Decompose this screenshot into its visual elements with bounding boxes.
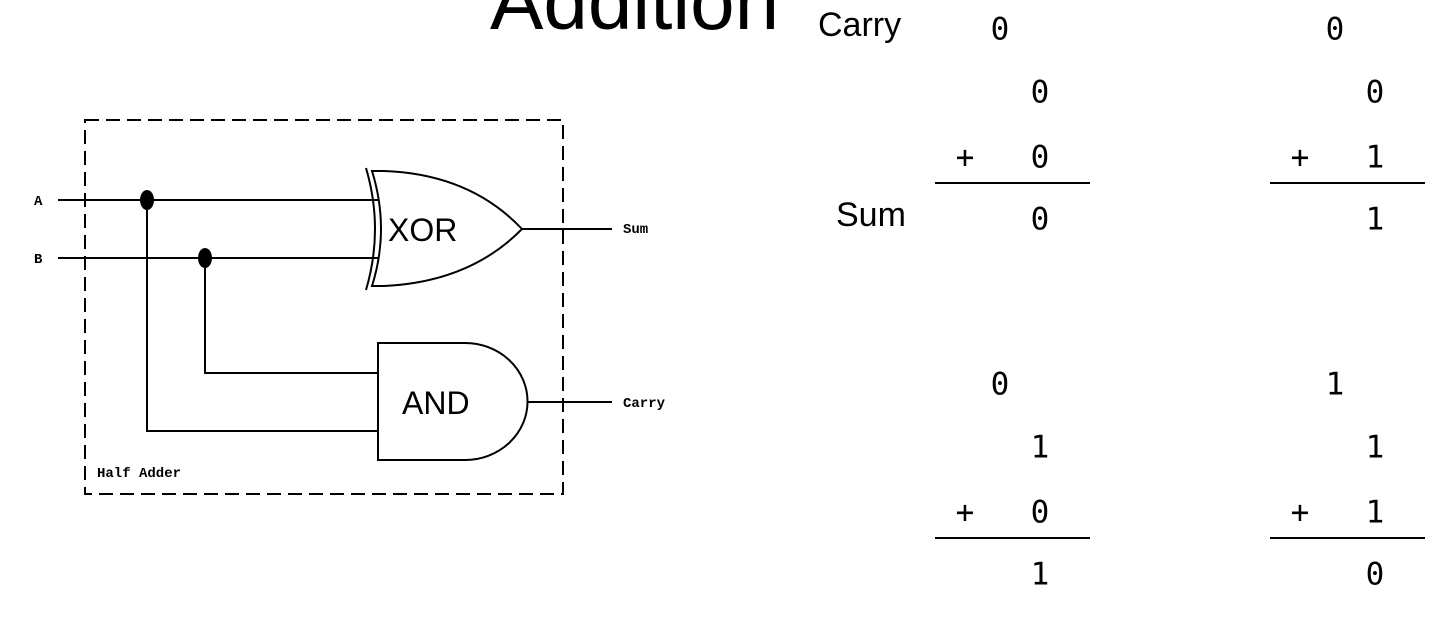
- sum-digit: 1: [1030, 556, 1050, 593]
- sum-row-label: Sum: [836, 196, 906, 234]
- addend-a: 0: [1030, 74, 1050, 111]
- addend-a: 1: [1030, 429, 1050, 466]
- addend-b: 1: [1365, 139, 1385, 176]
- xor-label: XOR: [388, 212, 457, 248]
- sum-digit: 0: [1030, 201, 1050, 238]
- wire-b-to-and: [204, 258, 378, 374]
- sum-rule: [935, 537, 1090, 539]
- carry-digit: 0: [990, 11, 1010, 48]
- sum-rule: [935, 182, 1090, 184]
- carry-digit: 1: [1325, 366, 1345, 403]
- carry-digit: 0: [1325, 11, 1345, 48]
- half-adder-label: Half Adder: [97, 466, 181, 482]
- junction-b: [198, 248, 212, 268]
- sum-rule: [1270, 537, 1425, 539]
- addend-b: 0: [1030, 139, 1050, 176]
- plus-sign: +: [1290, 494, 1310, 531]
- half-adder-box: [84, 119, 564, 495]
- input-a-label: A: [34, 194, 43, 210]
- junction-a: [140, 190, 154, 210]
- plus-sign: +: [1290, 139, 1310, 176]
- addend-a: 0: [1365, 74, 1385, 111]
- output-carry-label: Carry: [623, 396, 666, 412]
- carry-row-label: Carry: [818, 6, 902, 44]
- carry-digit: 0: [990, 366, 1010, 403]
- sum-rule: [1270, 182, 1425, 184]
- and-label: AND: [402, 385, 470, 421]
- sum-digit: 1: [1365, 201, 1385, 238]
- addend-b: 0: [1030, 494, 1050, 531]
- output-sum-label: Sum: [623, 222, 648, 238]
- xor-gate: [365, 167, 376, 291]
- input-b-label: B: [34, 252, 43, 268]
- slide-title: Addition: [490, 0, 780, 46]
- plus-sign: +: [955, 494, 975, 531]
- addend-b: 1: [1365, 494, 1385, 531]
- plus-sign: +: [955, 139, 975, 176]
- wire-a-to-and: [146, 200, 378, 432]
- and-gate: [377, 342, 529, 461]
- sum-digit: 0: [1365, 556, 1385, 593]
- addend-a: 1: [1365, 429, 1385, 466]
- half-adder-diagram: A B Sum Carry Half Adder XOR AND: [34, 119, 666, 495]
